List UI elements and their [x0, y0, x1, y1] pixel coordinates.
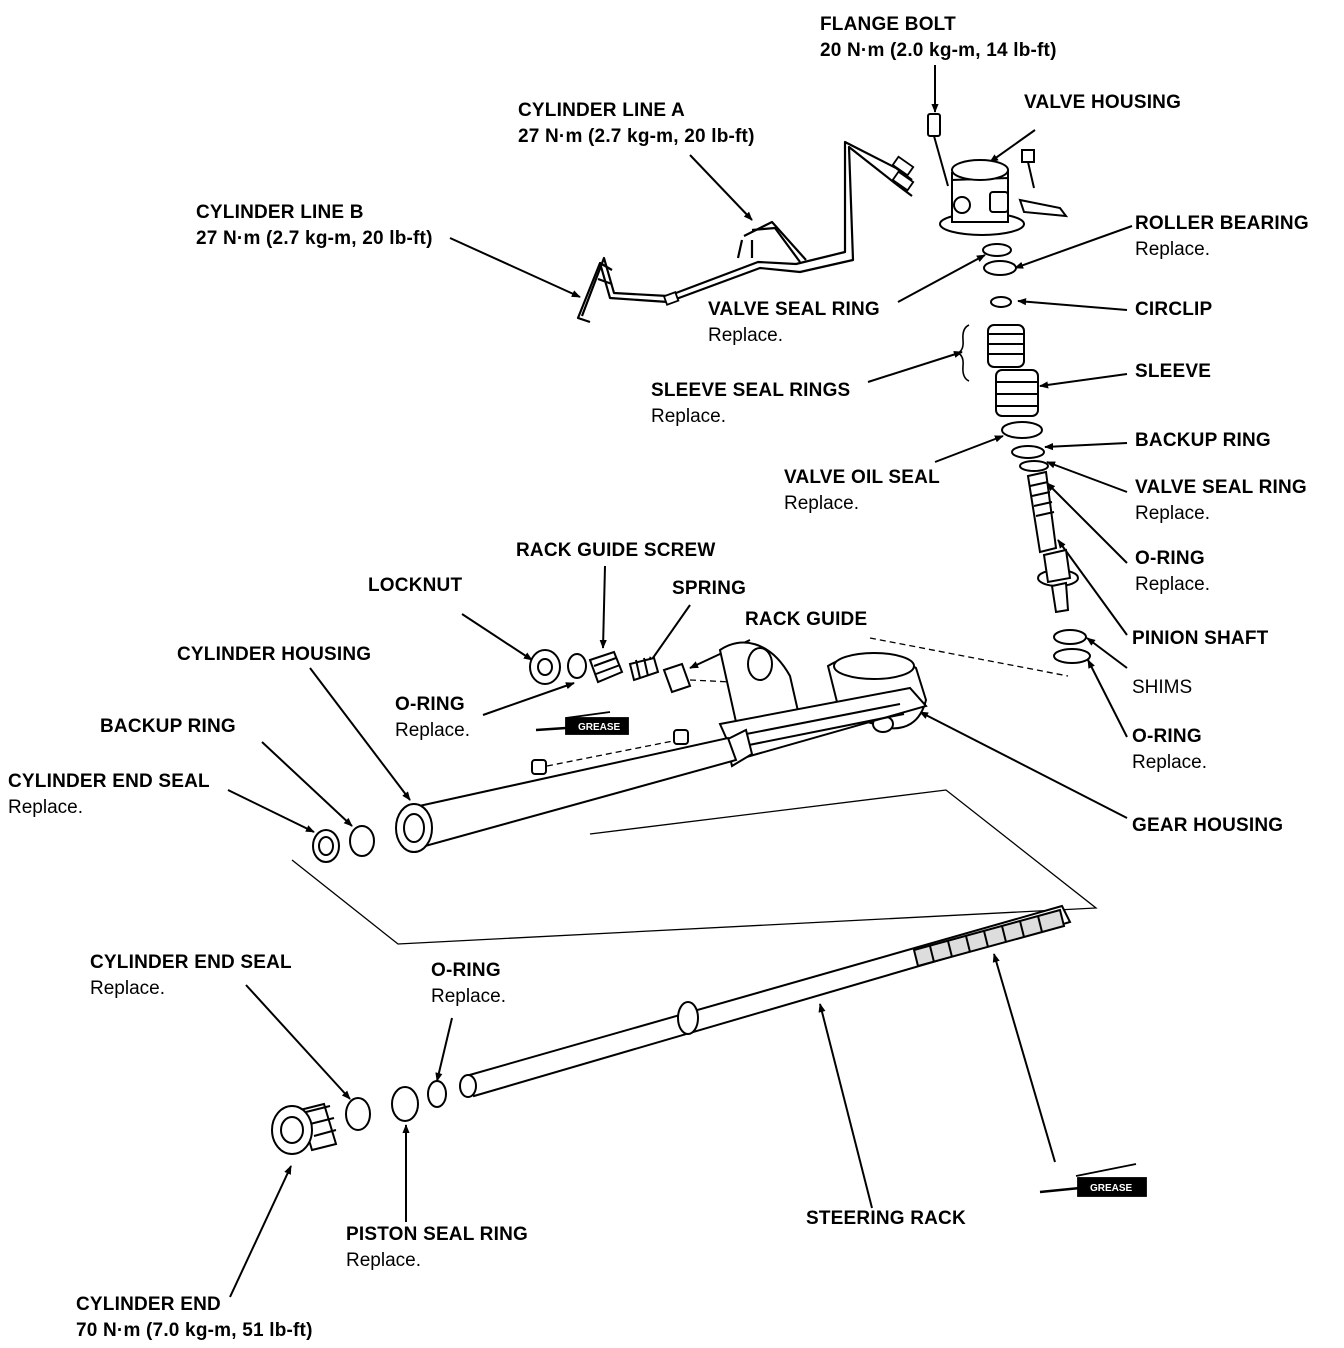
grease-gun-lower: GREASE — [1039, 1163, 1147, 1197]
rack-guide-parts — [529, 649, 692, 694]
label-locknut: LOCKNUT — [368, 575, 463, 596]
line-fittings — [662, 155, 915, 306]
assembly-reference-lines — [291, 637, 1098, 945]
label-gear-housing: GEAR HOUSING — [1132, 815, 1284, 836]
cylinder-end-parts — [271, 1080, 447, 1155]
grease-stamp-upper: GREASE — [578, 722, 621, 733]
valve-housing-assembly — [927, 113, 1069, 308]
steering-rack-body — [459, 904, 1072, 1098]
label-valve-housing: VALVE HOUSING — [1024, 92, 1182, 113]
label-circlip: CIRCLIP — [1135, 299, 1213, 320]
cylinder-lines — [576, 140, 913, 324]
label-rack-guide: RACK GUIDE — [745, 609, 868, 630]
label-rack-guide-screw: RACK GUIDE SCREW — [516, 540, 716, 561]
label-sleeve: SLEEVE — [1135, 361, 1212, 382]
grease-gun-upper: GREASE — [535, 711, 629, 735]
gear-housing-body — [718, 641, 928, 768]
label-cylinder-housing: CYLINDER HOUSING — [177, 644, 372, 665]
grease-stamp-lower: GREASE — [1090, 1183, 1133, 1194]
label-backup-ring-cylinder: BACKUP RING — [100, 716, 236, 737]
cylinder-housing-tube — [312, 729, 738, 863]
label-steering-rack: STEERING RACK — [806, 1208, 966, 1229]
label-backup-ring-top: BACKUP RING — [1135, 430, 1271, 451]
pinion-shaft — [1026, 470, 1091, 664]
sleeve-stack — [987, 324, 1049, 472]
leader-arrows — [227, 65, 1133, 1298]
sleeve-seal-rings-bracket — [956, 324, 970, 382]
label-spring: SPRING — [672, 578, 747, 599]
label-shims: SHIMS — [1132, 677, 1193, 698]
label-pinion-shaft: PINION SHAFT — [1132, 628, 1269, 649]
